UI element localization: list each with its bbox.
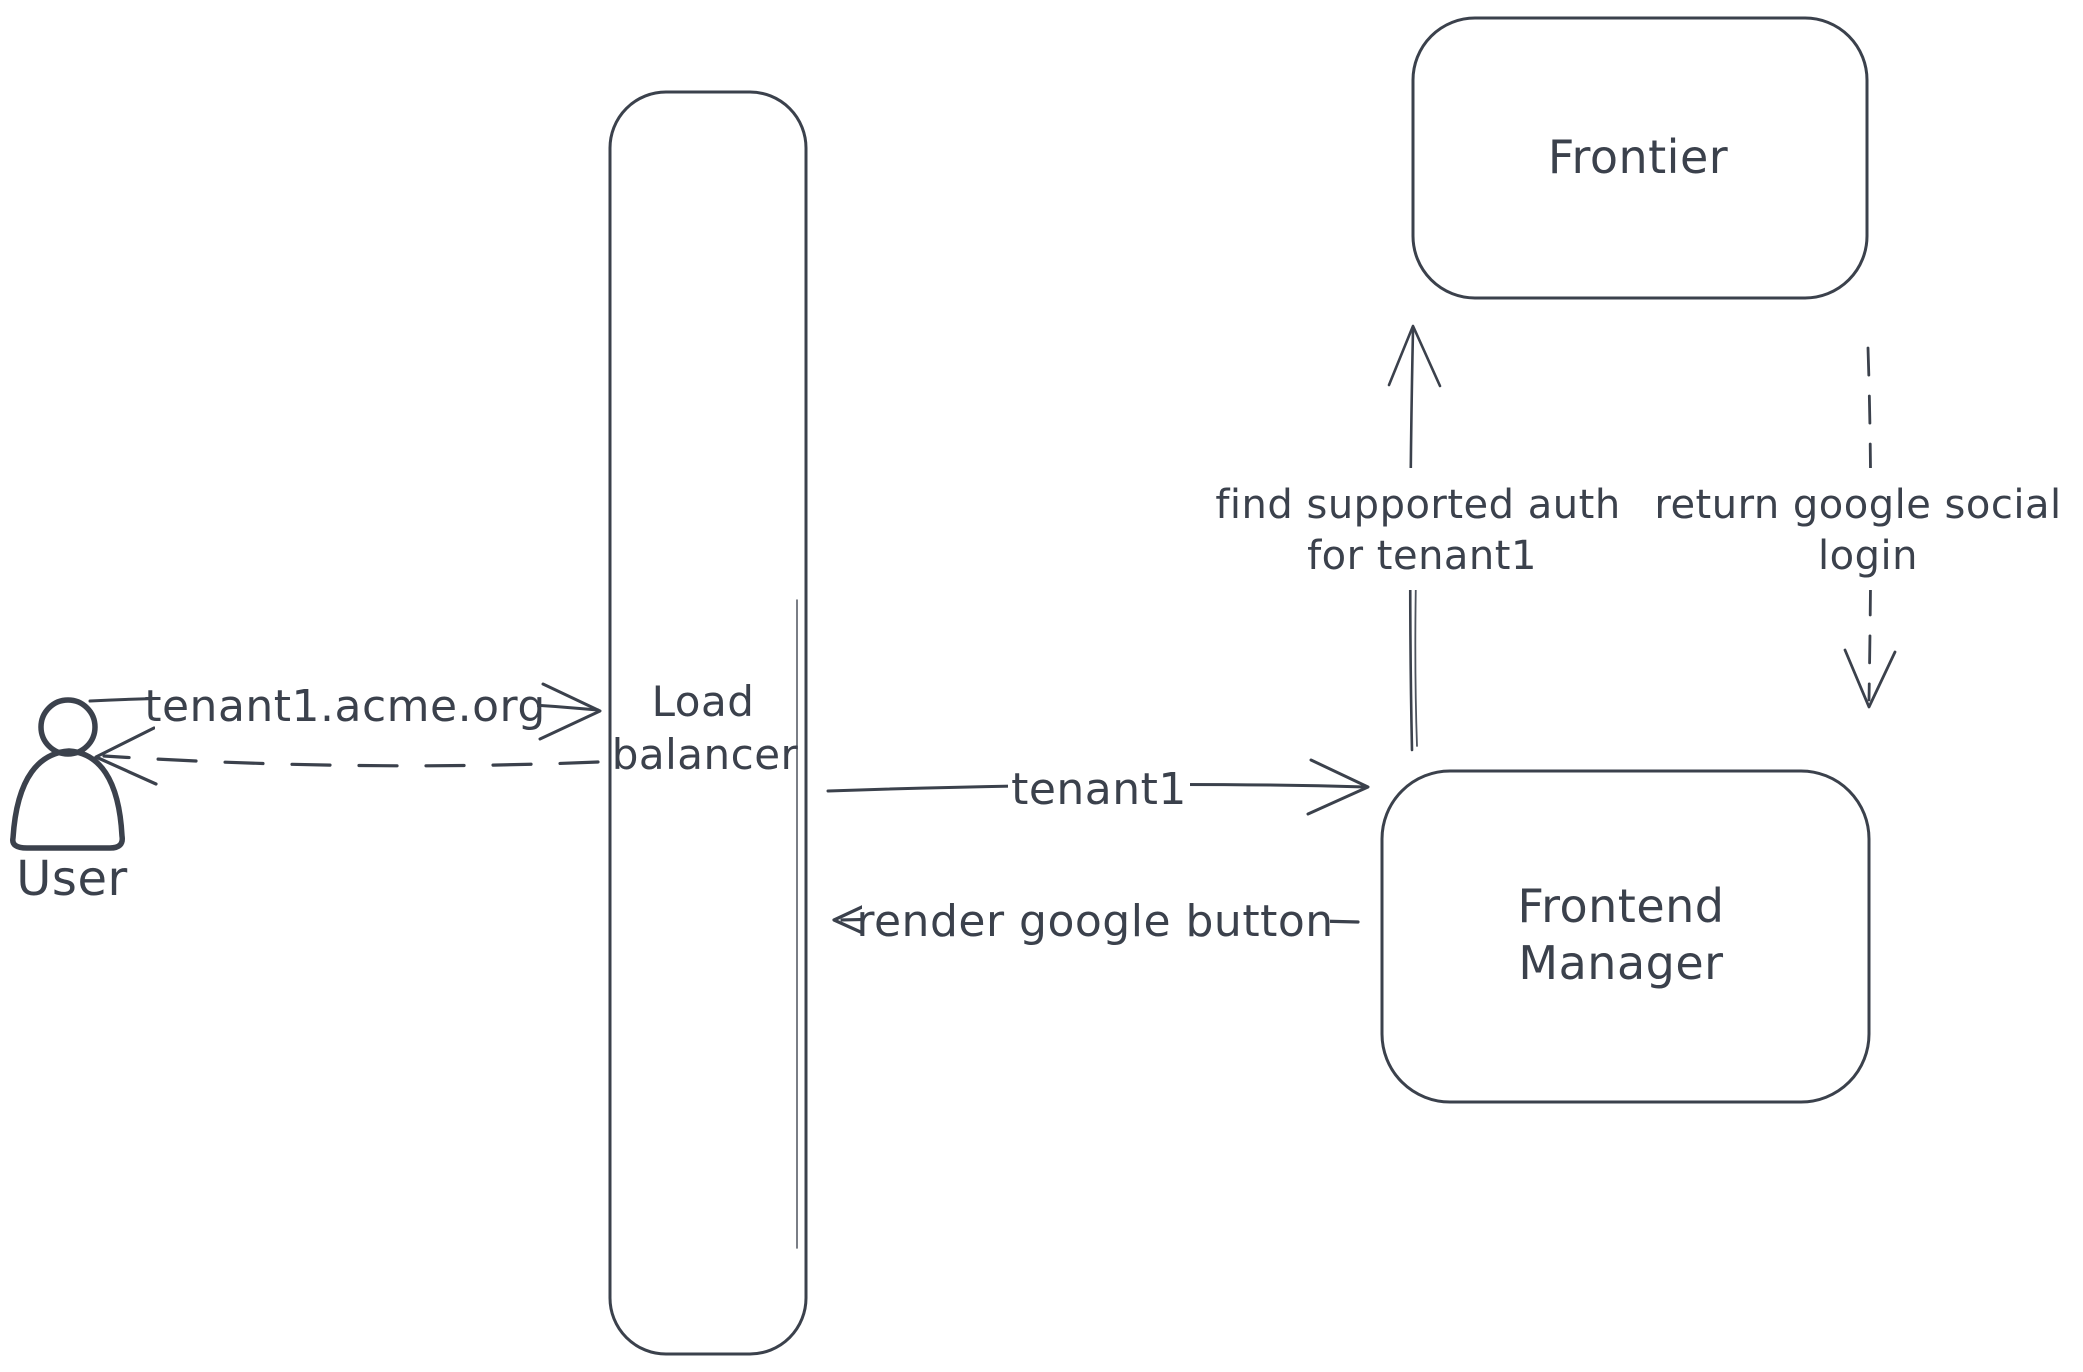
arrowhead-up-icon (1387, 324, 1442, 388)
edge-label-tenant1: tenant1 (1011, 764, 1187, 815)
user-body-icon (10, 748, 125, 851)
edge-label-find-supported-auth: find supported auth (1215, 482, 1620, 528)
edge-label-login: login (1818, 533, 1918, 579)
arrowhead-right-icon (538, 682, 602, 741)
arrowhead-down-icon (1843, 648, 1897, 709)
label-island (1652, 468, 2070, 590)
arrowhead-right-icon (1306, 758, 1370, 816)
user-head-icon (38, 697, 98, 757)
frontend-manager-label-line1: Frontend (1517, 879, 1724, 933)
edge-label-return-google-social: return google social (1654, 482, 2061, 528)
frontier-label: Frontier (1548, 130, 1728, 184)
edge-label-render-google-button: render google button (856, 896, 1333, 947)
load-balancer-label-line1: Load (652, 677, 755, 726)
label-island (155, 672, 537, 738)
user-actor (10, 697, 125, 851)
node-frontier (1411, 16, 1869, 300)
edge-label-tenant1-acme-org: tenant1.acme.org (144, 681, 546, 732)
edge-lb-to-user (94, 726, 600, 786)
user-label: User (16, 851, 127, 907)
edge-fm-to-frontier-sketch-doubling (1414, 574, 1418, 747)
edge-lb-to-user-line (102, 754, 600, 768)
label-island (1008, 757, 1190, 819)
edge-frontier-to-fm (1843, 346, 1897, 709)
node-load-balancer (608, 90, 808, 1356)
label-island (862, 890, 1330, 950)
label-island (1212, 468, 1626, 590)
frontend-manager-label-line2: Manager (1518, 936, 1723, 990)
node-frontend-manager (1380, 769, 1871, 1104)
edge-frontier-to-fm-line (1866, 346, 1873, 702)
load-balancer-label-line2: balancer (612, 730, 799, 779)
edge-label-for-tenant1: for tenant1 (1307, 533, 1537, 579)
arrowhead-left-icon (94, 726, 158, 786)
